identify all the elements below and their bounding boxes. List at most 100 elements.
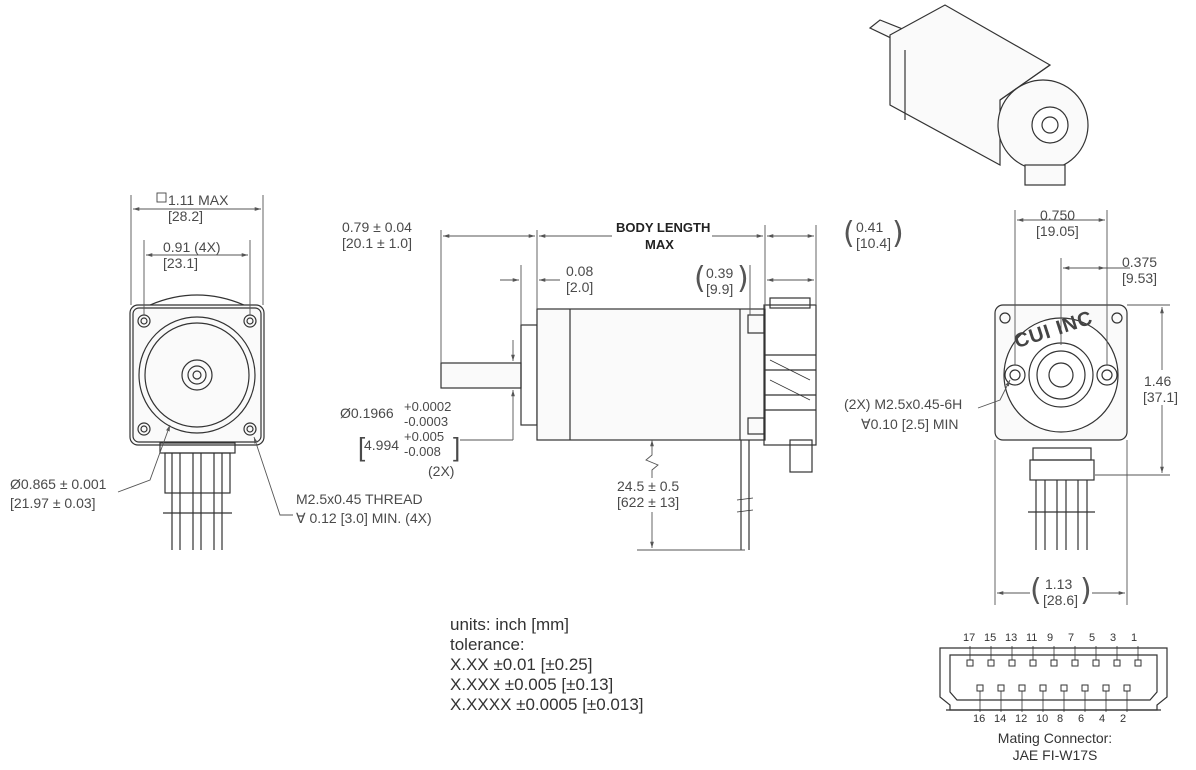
rear-height: 1.46 [1144,373,1172,389]
bolt-hole-br [243,422,257,436]
connector-pin-bottom [1102,684,1110,692]
units-note: units: inch [mm] [450,615,570,634]
connector-pin-top [1134,659,1142,667]
connector-pin-bottom [1123,684,1131,692]
connector-pin-label-top: 7 [1068,632,1075,644]
side-shaft-dia-mm-minus: -0.008 [404,444,441,459]
tolerance-xxx: X.XXX ±0.005 [±0.13] [450,675,614,694]
rear-half-width-mm: [9.53] [1122,270,1158,286]
paren-close-overall: ) [1080,573,1092,608]
connector-pin-label-top: 17 [963,632,976,644]
rear-height-mm: [37.1] [1143,389,1179,405]
paren-close-flange: ) [737,261,749,296]
front-thread-depth: ∀ 0.12 [3.0] MIN. (4X) [296,510,432,526]
bracket-open: [ [358,432,366,462]
mating-connector-part: JAE FI-W17S [1012,747,1098,763]
connector-drawing [939,647,1168,711]
side-flange-length-mm: [9.9] [706,281,734,297]
rear-mount-depth: ∀0.10 [2.5] MIN [861,416,959,432]
connector-pin-label-bottom: 12 [1015,713,1028,725]
bolt-hole-bl [137,422,151,436]
side-flange-length: 0.39 [706,265,734,281]
connector-pin-label-bottom: 16 [973,713,986,725]
front-view [129,294,265,550]
connector-pin-label-bottom: 2 [1120,713,1127,725]
mating-connector-caption: Mating Connector: JAE FI-W17S [960,730,1150,764]
side-lead-length: 24.5 ± 0.5 [617,478,680,494]
tolerance-note: tolerance: [450,635,525,654]
side-dims [440,225,817,551]
connector-pin-label-bottom: 10 [1036,713,1049,725]
connector-pin-top [1092,659,1100,667]
connector-top-pins [966,646,1142,667]
front-body-circle [138,316,256,434]
side-encoder-length-mm: [10.4] [856,235,892,251]
connector-pin-label-top: 9 [1047,632,1054,644]
rear-dims [977,210,1170,605]
front-square-dim: 1.11 MAX [168,192,229,208]
side-shaft-length: 0.79 ± 0.04 [342,219,412,235]
connector-shell [939,647,1168,711]
connector-pin-label-top: 13 [1005,632,1018,644]
front-pilot-dia: Ø0.865 ± 0.001 [10,476,107,492]
side-encoder-length: 0.41 [856,219,884,235]
rear-overall-width: 1.13 [1045,576,1073,592]
side-lead-length-mm: [622 ± 13] [617,494,680,510]
connector-pin-top [1113,659,1121,667]
connector-pin-top [1008,659,1016,667]
rear-mount-thread: (2X) M2.5x0.45-6H [844,396,963,412]
side-shaft-count: (2X) [428,463,455,479]
paren-open-overall: ( [1030,573,1042,608]
paren-close-encoder: ) [892,216,904,251]
connector-pin-bottom [976,684,984,692]
connector-bottom-pins [976,684,1131,712]
connector-pin-label-top: 1 [1131,632,1138,644]
connector-pin-label-top: 5 [1089,632,1096,644]
front-dims [117,192,293,516]
mating-connector-title: Mating Connector: [997,730,1113,746]
connector-pin-bottom [1018,684,1026,692]
side-shaft-dia-plus: +0.0002 [404,399,452,414]
rear-width: 0.750 [1040,207,1076,223]
connector-pin-top [966,659,974,667]
side-shaft-dia-minus: -0.0003 [404,414,449,429]
connector-pin-top [1071,659,1079,667]
connector-pin-label-bottom: 4 [1099,713,1106,725]
front-pilot-dia-mm: [21.97 ± 0.03] [10,495,96,511]
connector-pin-label-bottom: 14 [994,713,1007,725]
connector-pin-label-bottom: 8 [1057,713,1064,725]
connector-pin-bottom [1060,684,1068,692]
front-square-dim-mm: [28.2] [168,208,204,224]
side-shaft-dia: Ø0.1966 [340,405,394,421]
rear-overall-width-mm: [28.6] [1043,592,1079,608]
rear-half-width: 0.375 [1122,254,1158,270]
front-flange [129,304,265,446]
body-length-label: BODY LENGTH [616,220,711,235]
connector-pin-top [1029,659,1037,667]
side-shaft-length-mm: [20.1 ± 1.0] [342,235,412,251]
connector-pin-label-top: 3 [1110,632,1117,644]
body-length-max: MAX [645,237,674,252]
front-thread: M2.5x0.45 THREAD [296,491,423,507]
isometric-view [868,4,1089,186]
connector-pin-label-top: 11 [1026,632,1038,644]
connector-pin-bottom [1081,684,1089,692]
notes-block: units: inch [mm] tolerance: X.XX ±0.01 [… [450,615,644,715]
connector-pin-label-top: 15 [984,632,997,644]
side-boss-length: 0.08 [566,263,594,279]
connector-pin-bottom [1039,684,1047,692]
connector-pin-top [987,659,995,667]
side-boss-length-mm: [2.0] [566,279,594,295]
rear-width-mm: [19.05] [1036,223,1079,239]
paren-open-flange: ( [694,261,706,296]
tolerance-xx: X.XX ±0.01 [±0.25] [450,655,593,674]
connector-pin-label-bottom: 6 [1078,713,1085,725]
shaft [440,362,522,389]
paren-open-encoder: ( [843,216,855,251]
shaft-boss [181,359,213,391]
front-bolt-spacing: 0.91 (4X) [163,239,221,255]
connector-pin-bottom [997,684,1005,692]
connector-pin-top [1050,659,1058,667]
front-bolt-spacing-mm: [23.1] [163,255,199,271]
